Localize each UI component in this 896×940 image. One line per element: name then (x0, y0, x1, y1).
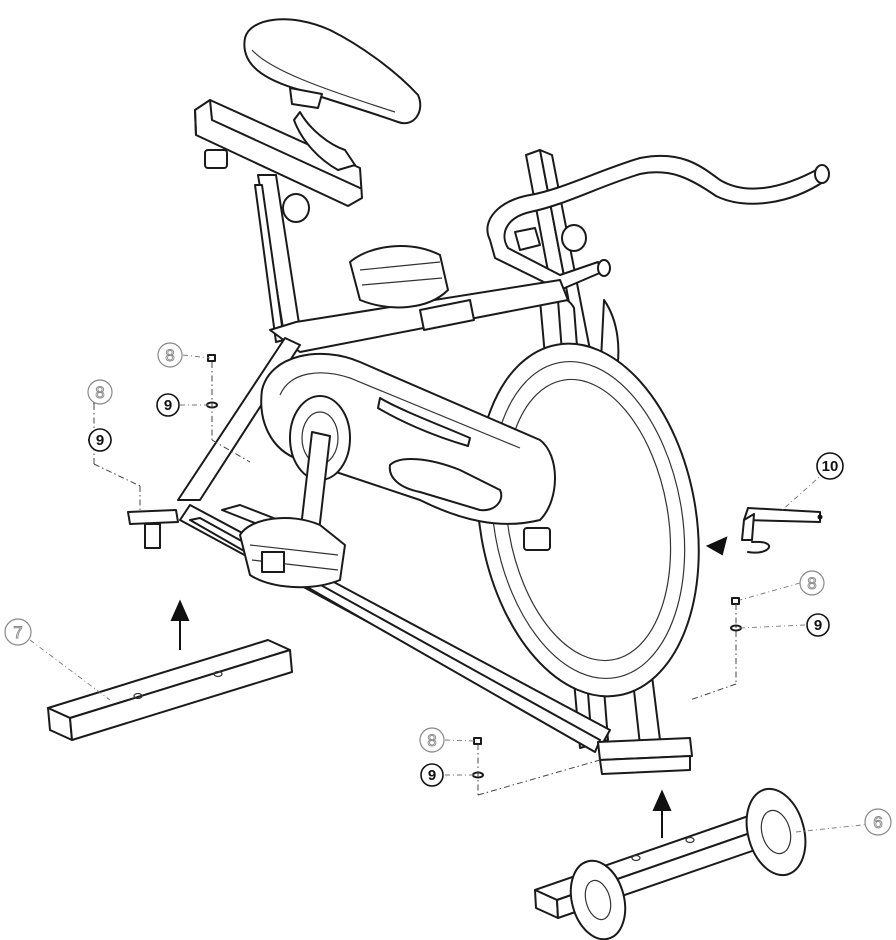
bolt-washer-set-front-left (472, 737, 601, 796)
svg-text:10: 10 (822, 458, 839, 475)
callout-9-rear-right: 9 (156, 393, 180, 417)
front-stabilizer (534, 787, 807, 940)
chain-guard (260, 352, 556, 525)
callout-9-front-right: 9 (806, 613, 830, 637)
handlebar (486, 149, 830, 367)
saddle (243, 18, 422, 125)
front-base-mount (597, 737, 693, 775)
rear-stabilizer (47, 639, 293, 741)
callout-10: 10 (816, 452, 844, 480)
svg-text:9: 9 (428, 767, 436, 784)
crank-pedal (239, 431, 346, 589)
callout-8-front-right: 8 (799, 570, 825, 596)
rear-pedal (349, 245, 475, 331)
svg-text:8: 8 (807, 574, 816, 593)
svg-text:9: 9 (814, 617, 822, 634)
flywheel (476, 342, 700, 698)
rear-base-mount (127, 509, 179, 549)
callout-8-front-left: 8 (419, 727, 445, 753)
callout-8-rear-right: 8 (157, 342, 183, 368)
bolt-washer-set-front-right (689, 597, 742, 701)
svg-text:9: 9 (96, 432, 104, 449)
svg-text:8: 8 (427, 731, 436, 750)
callout-7: 7 (4, 618, 32, 646)
svg-text:8: 8 (95, 383, 104, 402)
callout-8-rear-left: 8 (87, 379, 113, 405)
allen-wrench (705, 507, 823, 556)
bolt-washer-set-rear-left (88, 391, 141, 512)
svg-text:8: 8 (165, 346, 174, 365)
callout-9-rear-left: 9 (88, 428, 112, 452)
svg-text:7: 7 (13, 623, 22, 642)
up-arrow-front (652, 789, 672, 838)
callout-9-front-left: 9 (420, 763, 444, 787)
svg-text:9: 9 (164, 397, 172, 414)
callout-6: 6 (864, 808, 892, 836)
seat-slider (194, 99, 363, 343)
svg-text:6: 6 (873, 813, 882, 832)
up-arrow-rear (170, 599, 190, 650)
